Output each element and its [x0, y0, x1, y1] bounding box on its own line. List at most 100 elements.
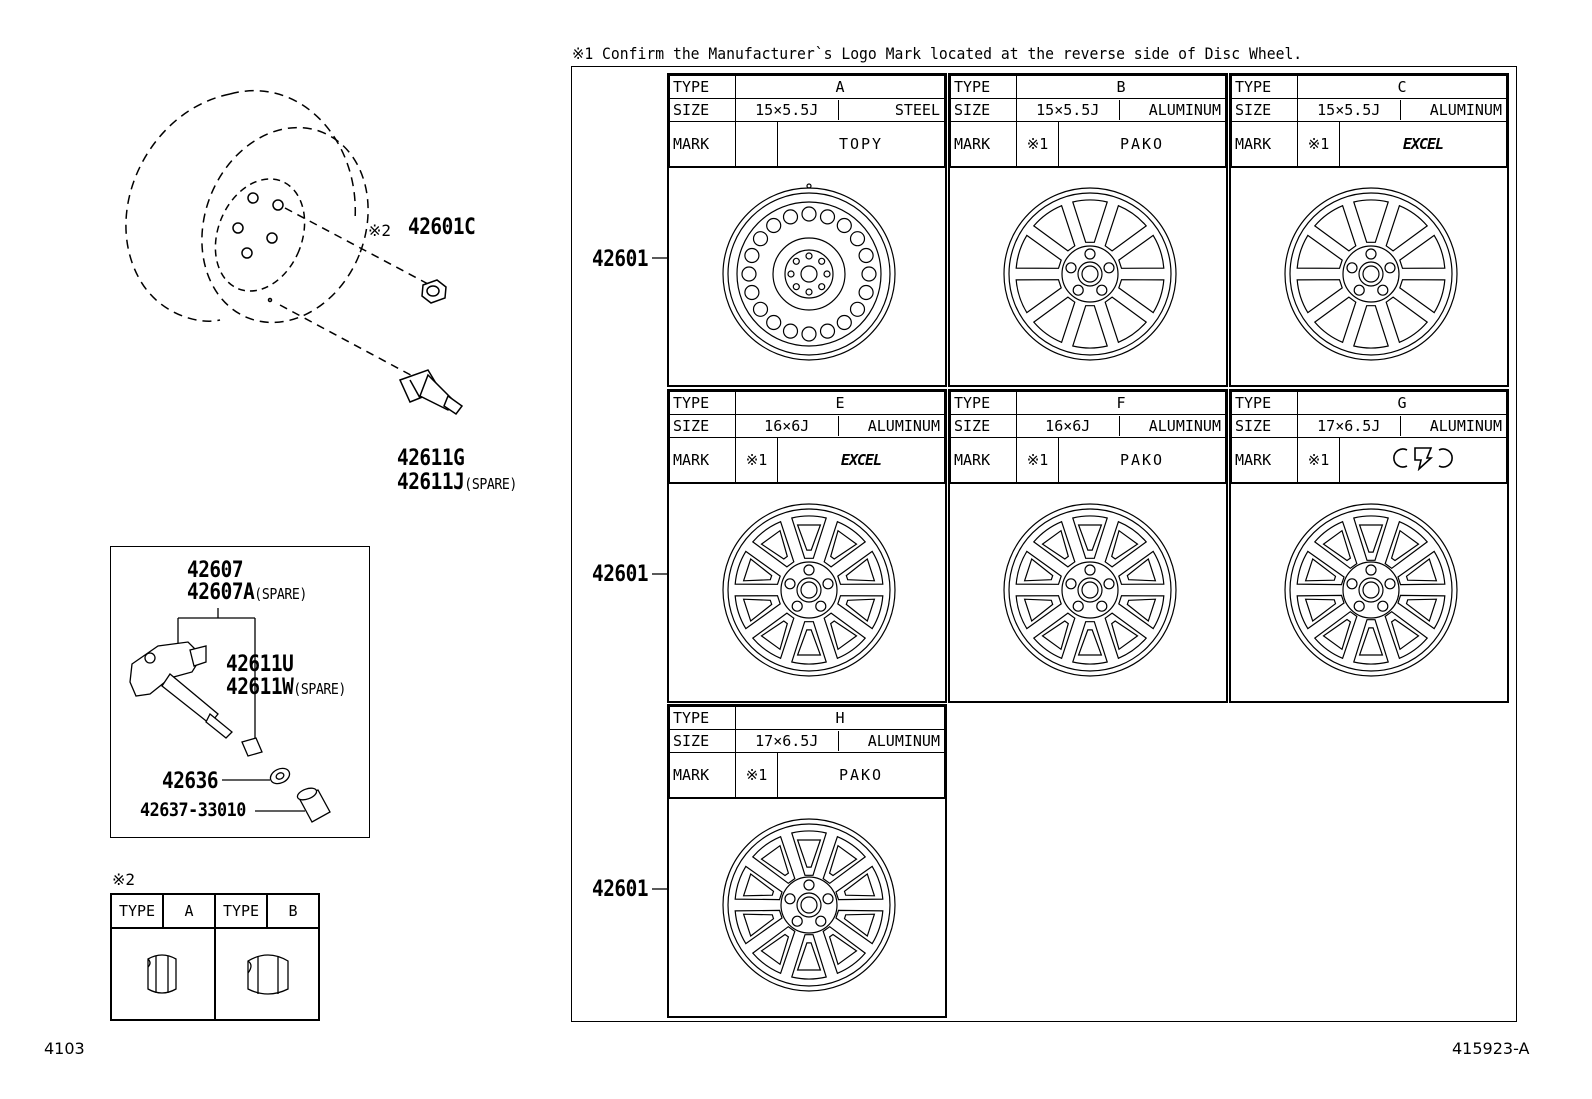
mark-ref: ※1 [1297, 121, 1340, 167]
tpms-sensor-illustration [129, 608, 331, 823]
maker-logo [1339, 437, 1507, 483]
wheel-material: ALUMINUM [867, 732, 940, 750]
wheel-size: 15×5.5J [1018, 100, 1120, 120]
wheel-icon [1003, 187, 1177, 361]
spare-label: (SPARE) [254, 585, 307, 603]
size-label: SIZE [669, 729, 736, 753]
mark-ref: ※1 [735, 752, 778, 798]
size-label: SIZE [1231, 98, 1298, 122]
wheel-drawing-area [950, 167, 1226, 386]
mark-label: MARK [669, 121, 736, 167]
nut-type-a-icon [147, 954, 177, 994]
wheel-type: H [735, 706, 945, 730]
maker-logo: EXCEL [1339, 121, 1507, 167]
mark-ref: ※1 [1016, 121, 1059, 167]
maker-logo-text: TOPY [838, 135, 884, 153]
valve-cap-icon [296, 787, 331, 823]
mark-label: MARK [669, 437, 736, 483]
maker-logo: EXCEL [777, 437, 945, 483]
mark-label: MARK [1231, 437, 1298, 483]
wheel-type: A [735, 75, 945, 99]
mark-label: MARK [1231, 121, 1298, 167]
wheel-options-frame [571, 66, 1517, 1022]
part-sensor-1[interactable]: 42607 [187, 558, 244, 583]
part-washer[interactable]: 42636 [162, 769, 219, 794]
part-wheel-row2[interactable]: 42601 [592, 562, 649, 587]
part-wheel-row3[interactable]: 42601 [592, 877, 649, 902]
part-sensor-2-number: 42607A [187, 580, 255, 605]
wheel-drawing-area [669, 483, 945, 702]
valve-core-icon [241, 737, 263, 757]
nut-type-b-label: TYPE [215, 894, 267, 928]
part-sensor-2[interactable]: 42607A(SPARE) [187, 580, 307, 605]
wheel-drawing-area [1231, 167, 1507, 386]
tpms-sensor-icon [129, 641, 233, 739]
part-valve-2[interactable]: 42611J(SPARE) [397, 470, 517, 495]
wheel-drawing-area [669, 167, 945, 386]
washer-icon [269, 767, 291, 785]
nut-type-a-cell [111, 928, 215, 1020]
mark-ref [735, 121, 778, 167]
size-label: SIZE [1231, 414, 1298, 438]
maker-logo-text: PAKO [838, 766, 884, 784]
wheel-size: 16×6J [737, 416, 839, 436]
wheel-icon [1284, 503, 1458, 677]
wheel-icon [722, 503, 896, 677]
wheel-material: ALUMINUM [1148, 101, 1221, 119]
maker-logo-text: PAKO [1119, 451, 1165, 469]
wheel-type: C [1297, 75, 1507, 99]
wheel-icon [722, 183, 896, 361]
type-label: TYPE [669, 706, 736, 730]
footer-left: 4103 [44, 1039, 85, 1058]
wheel-size: 17×6.5J [737, 731, 839, 751]
size-label: SIZE [950, 414, 1017, 438]
wheel-material: ALUMINUM [1148, 417, 1221, 435]
part-cap[interactable]: 42637-33010 [140, 799, 246, 821]
tire-wheel-illustration [125, 89, 464, 416]
nut-types-title: ※2 [112, 870, 136, 889]
nut-type-table: TYPE A TYPE B [110, 893, 320, 1021]
part-valve-core-2-number: 42611W [226, 675, 294, 700]
wheel-leader-lines [652, 257, 668, 890]
wheel-material: ALUMINUM [1429, 417, 1502, 435]
spare-label: (SPARE) [464, 475, 517, 493]
maker-logo: TOPY [777, 121, 945, 167]
mark-ref: ※1 [735, 437, 778, 483]
wheel-type: G [1297, 391, 1507, 415]
wheel-type: B [1016, 75, 1226, 99]
wheel-material: ALUMINUM [1429, 101, 1502, 119]
tpms-sensor-box [110, 546, 370, 838]
wheel-icon [1003, 503, 1177, 677]
type-label: TYPE [669, 75, 736, 99]
maker-logo: PAKO [1058, 437, 1226, 483]
maker-logo-icon [1393, 446, 1453, 471]
mark-label: MARK [950, 121, 1017, 167]
nut-type-b-cell [215, 928, 319, 1020]
wheel-drawing-area [950, 483, 1226, 702]
nut-type-a-label: TYPE [111, 894, 163, 928]
spare-label: (SPARE) [293, 680, 346, 698]
part-valve-1[interactable]: 42611G [397, 446, 465, 471]
part-nut[interactable]: 42601C [408, 215, 476, 240]
part-valve-core-1[interactable]: 42611U [226, 652, 294, 677]
wheel-material: ALUMINUM [867, 417, 940, 435]
nut-note-mark: ※2 [368, 221, 392, 240]
lug-nut-icon [421, 279, 447, 304]
part-wheel-row1[interactable]: 42601 [592, 247, 649, 272]
wheel-size: 15×5.5J [1299, 100, 1401, 120]
maker-logo: PAKO [1058, 121, 1226, 167]
part-valve-core-2[interactable]: 42611W(SPARE) [226, 675, 346, 700]
mark-label: MARK [950, 437, 1017, 483]
